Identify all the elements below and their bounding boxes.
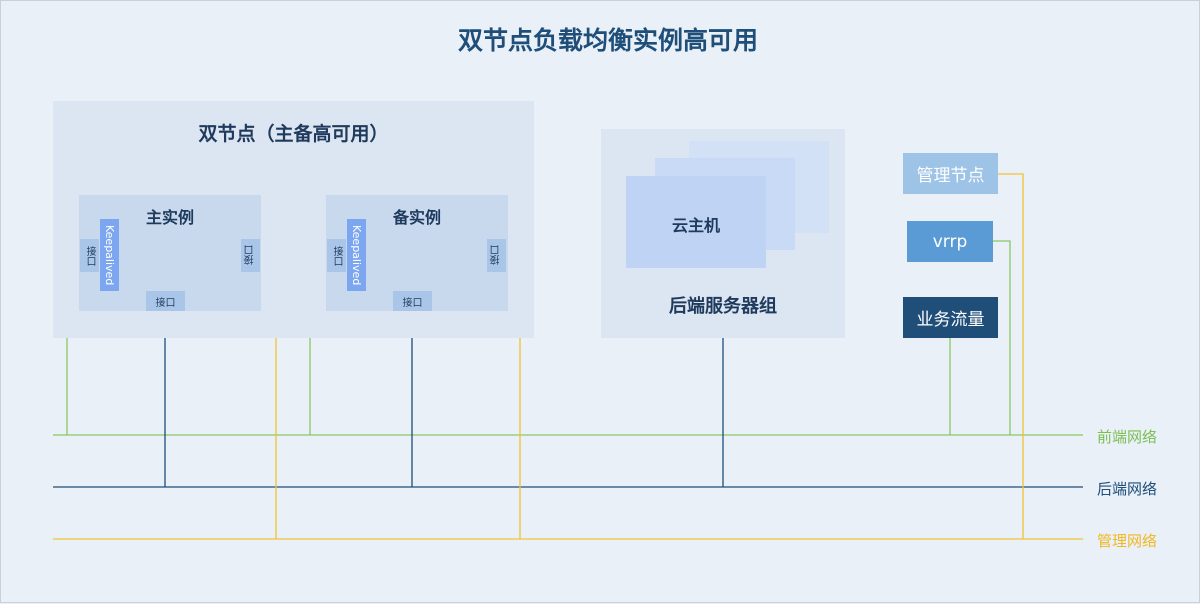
primary-left-interface: 接口 [80, 239, 99, 272]
ha-group-label: 双节点（主备高可用） [198, 123, 389, 145]
primary-instance-label: 主实例 [145, 208, 194, 227]
standby-bottom-interface: 接口 [393, 291, 432, 311]
vm-stack-front [626, 176, 766, 268]
standby-instance-label: 备实例 [392, 208, 441, 227]
management-node-legend-link [998, 173, 1024, 539]
backend-server-group-label: 后端服务器组 [669, 296, 777, 317]
primary-keepalived: Keepalived [100, 219, 119, 291]
standby-left-interface: 接口 [327, 239, 346, 272]
vrrp-legend-link [993, 240, 1011, 435]
management-network-label: 管理网络 [1097, 532, 1158, 550]
vm-label: 云主机 [671, 216, 720, 235]
primary-bottom-interface: 接口 [146, 291, 185, 311]
backend-network-label: 后端网络 [1097, 480, 1158, 498]
standby-right-interface: 接口 [487, 239, 506, 272]
legend-business-traffic: 业务流量 [903, 297, 998, 338]
legend-vrrp: vrrp [907, 221, 993, 262]
primary-right-interface: 接口 [241, 239, 260, 272]
standby-keepalived: Keepalived [347, 219, 366, 291]
diagram-title: 双节点负载均衡实例高可用 [457, 26, 758, 55]
legend-management-node: 管理节点 [903, 153, 998, 194]
frontend-network-label: 前端网络 [1097, 428, 1158, 446]
